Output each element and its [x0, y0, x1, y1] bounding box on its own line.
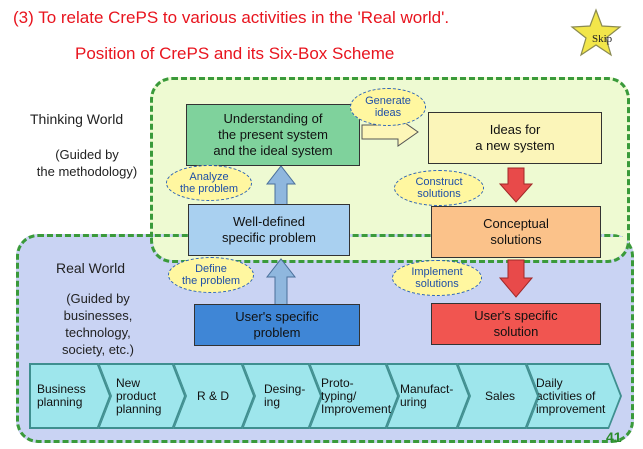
activity-prototyping: Proto- typing/ Improvement — [309, 363, 399, 429]
activity-label: Proto- typing/ Improvement — [321, 375, 392, 416]
activity-label: Desing- ing — [264, 382, 306, 409]
box-understanding: Understanding of the present system and … — [186, 104, 360, 166]
activity-new-product-planning: New product planning — [98, 363, 186, 429]
box-conceptual-solutions: Conceptual solutions — [431, 206, 601, 258]
star-icon — [570, 8, 622, 57]
thinking-world-bottom-border — [150, 234, 630, 263]
activity-label: R & D — [197, 388, 230, 403]
arrow-construct-down — [498, 167, 534, 203]
skip-button[interactable]: Skip — [570, 8, 630, 60]
real-world-subtitle: (Guided by businesses, technology, socie… — [61, 291, 134, 357]
title-line-1: (3) To relate CrePS to various activitie… — [13, 8, 450, 27]
activity-sales: Sales — [457, 363, 539, 429]
box-well-defined-problem: Well-defined specific problem — [188, 204, 350, 256]
oval-define-problem: Define the problem — [168, 257, 254, 293]
thinking-world-title: Thinking World — [30, 111, 124, 127]
oval-implement-solutions: Implement solutions — [392, 260, 482, 296]
oval-construct-solutions: Construct solutions — [394, 170, 484, 206]
skip-label: Skip — [592, 33, 613, 45]
activity-label: Manufact- uring — [400, 382, 454, 409]
thinking-world-subtitle: (Guided by the methodology) — [36, 147, 138, 179]
activity-business-planning: Business planning — [29, 363, 111, 429]
activity-r-and-d: R & D — [173, 363, 255, 429]
activity-label: Daily activities of improvement — [536, 375, 606, 416]
arrow-implement-down — [498, 259, 534, 298]
box-users-problem: User's specific problem — [194, 304, 360, 346]
real-world-title: Real World — [56, 260, 125, 276]
activity-label: Business planning — [37, 382, 86, 409]
title-line-2: Position of CrePS and its Six-Box Scheme — [75, 44, 395, 63]
arrow-define-up — [265, 258, 297, 306]
box-ideas: Ideas for a new system — [428, 112, 602, 164]
box-users-solution: User's specific solution — [431, 303, 601, 345]
activity-label: Sales — [485, 388, 516, 403]
activity-label: New product planning — [116, 375, 162, 416]
page-number: 41 — [606, 429, 622, 445]
oval-generate-ideas: Generate ideas — [350, 88, 426, 126]
oval-analyze-problem: Analyze the problem — [166, 165, 252, 201]
activity-daily-improvement: Daily activities of improvement — [526, 363, 622, 429]
activity-manufacturing: Manufact- uring — [386, 363, 470, 429]
activity-designing: Desing- ing — [242, 363, 322, 429]
